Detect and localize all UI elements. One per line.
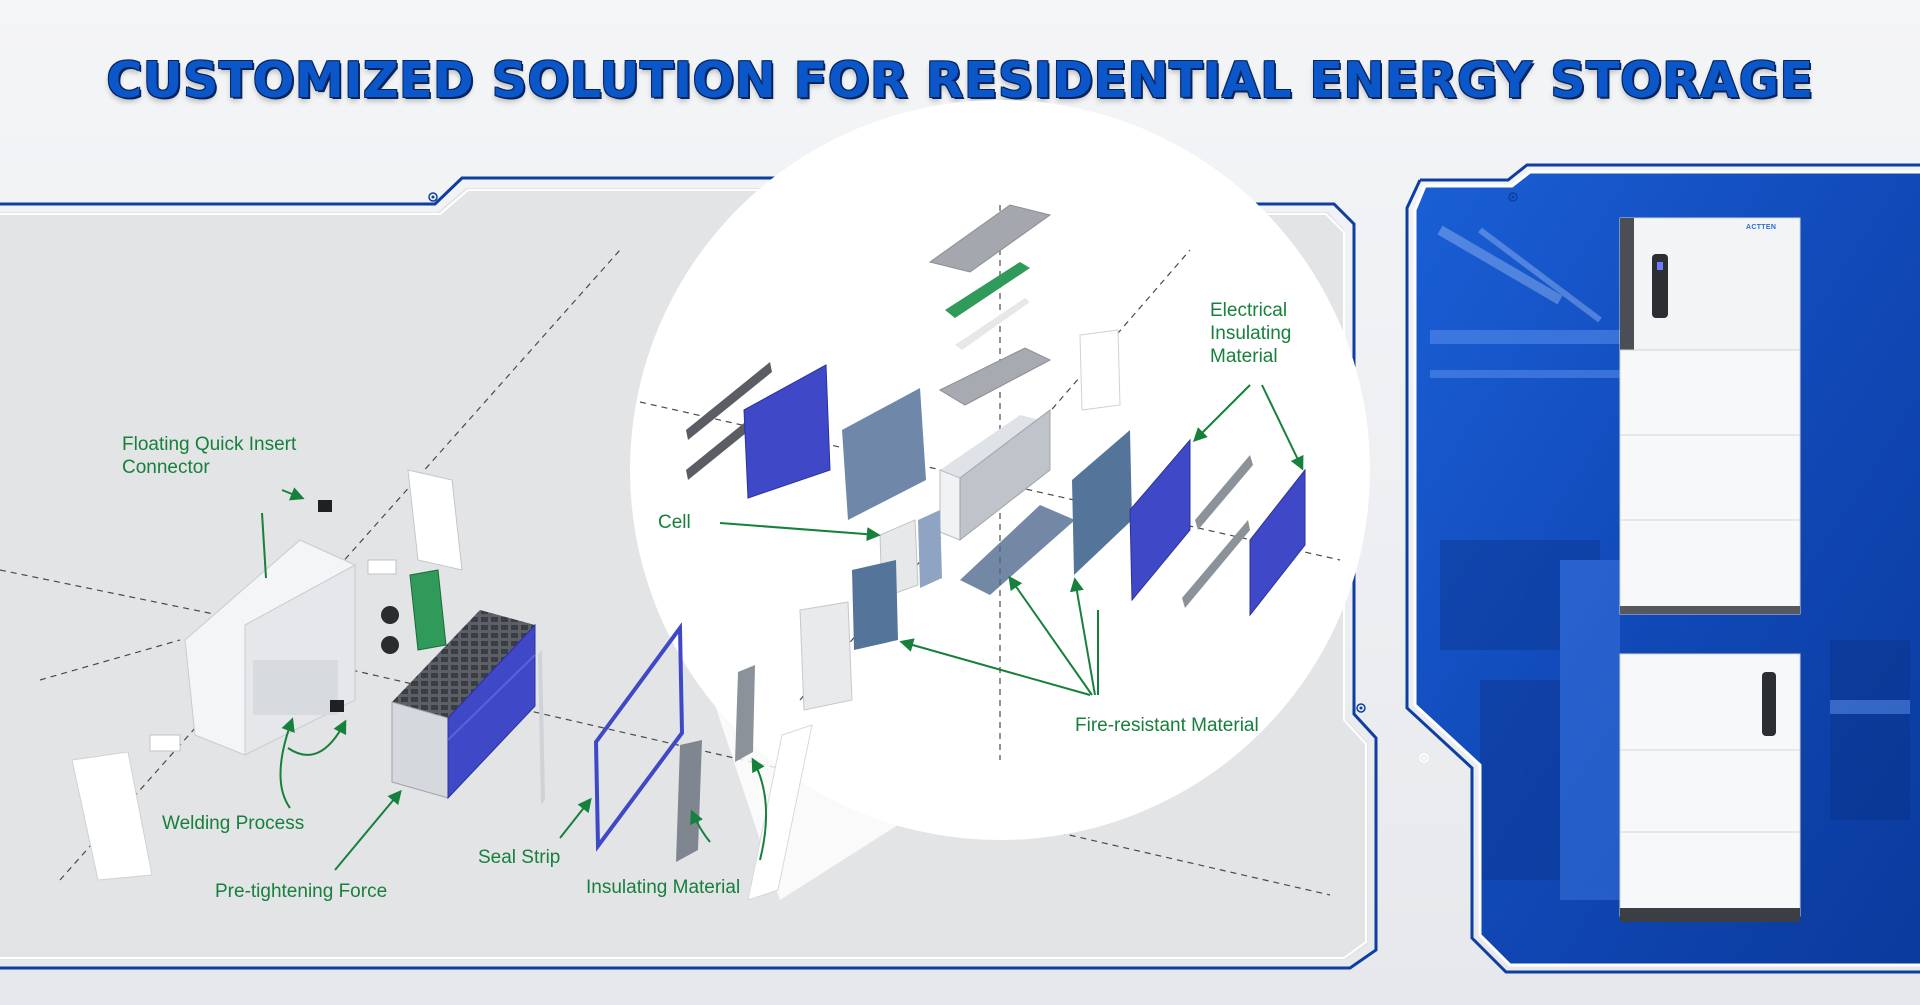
label-electrical-insulating: Electrical Insulating Material bbox=[1210, 300, 1292, 367]
annotation-arrows bbox=[261, 384, 1304, 871]
label-floating-connector: Floating Quick Insert Connector bbox=[122, 434, 297, 478]
label-insulating-material: Insulating Material bbox=[586, 877, 741, 898]
insulation-parts bbox=[538, 622, 813, 901]
page-title: CUSTOMIZED SOLUTION FOR RESIDENTIAL ENER… bbox=[106, 52, 1814, 109]
display-panel bbox=[1652, 254, 1668, 318]
battery-module bbox=[391, 610, 536, 800]
label-welding-process: Welding Process bbox=[162, 813, 305, 834]
connector-part bbox=[318, 500, 332, 512]
cell-stack-exploded bbox=[686, 204, 1306, 711]
label-pretightening-force: Pre-tightening Force bbox=[215, 881, 388, 902]
label-fire-resistant: Fire-resistant Material bbox=[1075, 715, 1259, 736]
battery-product bbox=[1619, 217, 1801, 922]
label-seal-strip: Seal Strip bbox=[478, 847, 561, 868]
brand-logo: ACTTEN bbox=[1746, 224, 1777, 231]
display-panel-lower bbox=[1762, 672, 1776, 736]
label-cell: Cell bbox=[658, 512, 691, 533]
enclosure-exploded bbox=[71, 469, 463, 881]
